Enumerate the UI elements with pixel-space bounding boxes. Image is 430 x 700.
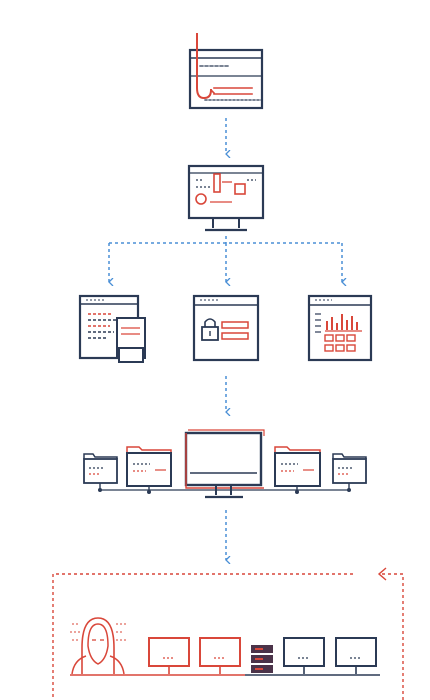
- central-monitor-icon: [184, 429, 265, 499]
- server-rack-icon: [251, 645, 273, 673]
- monitor-icon: [283, 637, 325, 674]
- monitor-icon: [335, 637, 377, 674]
- folder-terminal-icon: [274, 446, 321, 494]
- folder-terminal-icon: [332, 453, 367, 492]
- documents-window-icon: [78, 294, 146, 363]
- infected-monitor-icon: [148, 637, 190, 674]
- branch-connector: [109, 236, 342, 282]
- folder-terminal-icon: [126, 446, 172, 494]
- computer-with-malware-window-icon: [187, 164, 265, 232]
- folder-terminal-icon: [83, 453, 118, 492]
- feedback-arrowhead: [377, 567, 387, 581]
- infected-monitor-icon: [199, 637, 241, 674]
- analytics-dashboard-window-icon: [307, 294, 373, 362]
- hooded-hacker-icon: [70, 617, 126, 675]
- locked-credentials-window-icon: [192, 294, 260, 362]
- feedback-loop-connector: [52, 573, 404, 700]
- email-with-fishing-hook-icon: [188, 33, 264, 110]
